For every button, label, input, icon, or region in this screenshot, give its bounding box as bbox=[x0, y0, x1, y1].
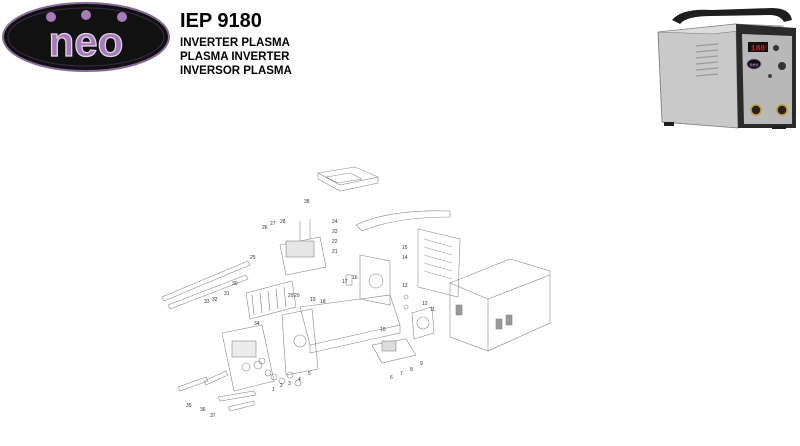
part-number: 33 bbox=[204, 299, 210, 305]
part-number: 17 bbox=[342, 279, 348, 285]
part-number: 6 bbox=[390, 375, 393, 381]
title-block: IEP 9180 INVERTER PLASMA PLASMA INVERTER… bbox=[180, 10, 292, 78]
neo-logo: neo bbox=[2, 2, 170, 72]
part-number: 16 bbox=[352, 275, 358, 281]
svg-text:180: 180 bbox=[751, 45, 766, 54]
part-number: 28 bbox=[280, 219, 286, 225]
part-number: 32 bbox=[212, 297, 218, 303]
part-number: 15 bbox=[402, 245, 408, 251]
part-number: 38 bbox=[304, 199, 310, 205]
part-number: 30 bbox=[232, 281, 238, 287]
part-number: 27 bbox=[270, 221, 276, 227]
part-number: 2 bbox=[280, 383, 283, 389]
part-number: 34 bbox=[254, 321, 260, 327]
svg-text:neo: neo bbox=[49, 18, 124, 65]
part-number: 21 bbox=[332, 249, 338, 255]
part-number: 37 bbox=[210, 413, 216, 419]
part-number: 12 bbox=[422, 301, 428, 307]
part-number: 11 bbox=[430, 307, 435, 313]
part-number: 31 bbox=[224, 291, 230, 297]
part-number: 35 bbox=[186, 403, 192, 409]
part-number: 25 bbox=[250, 255, 256, 261]
part-number: 8 bbox=[410, 367, 413, 373]
part-number: 3 bbox=[288, 381, 291, 387]
subtitle-line-2: PLASMA INVERTER bbox=[180, 51, 290, 63]
part-number: 36 bbox=[200, 407, 206, 413]
part-number: 1 bbox=[272, 387, 275, 393]
part-number: 24 bbox=[332, 219, 338, 225]
part-number: 18 bbox=[320, 299, 326, 305]
part-number: 23 bbox=[332, 229, 338, 235]
part-number: 9 bbox=[420, 361, 423, 367]
part-number: 4 bbox=[298, 377, 301, 383]
part-number: 14 bbox=[402, 255, 408, 261]
part-number: 29 bbox=[288, 293, 294, 299]
exploded-parts-diagram: 1 2 3 4 5 6 7 8 9 10 11 12 13 14 15 16 1… bbox=[161, 166, 551, 419]
part-number: 5 bbox=[308, 371, 311, 377]
part-number: 7 bbox=[400, 371, 403, 377]
part-number: 13 bbox=[402, 283, 408, 289]
part-number: 10 bbox=[380, 327, 386, 333]
subtitle-line-1: INVERTER PLASMA bbox=[180, 37, 290, 49]
part-number: 20 bbox=[294, 293, 300, 299]
model-title: IEP 9180 bbox=[180, 10, 262, 32]
part-number: 22 bbox=[332, 239, 338, 245]
part-number: 26 bbox=[262, 225, 268, 231]
subtitle-line-3: INVERSOR PLASMA bbox=[180, 65, 292, 77]
svg-text:neo: neo bbox=[750, 63, 759, 69]
product-photo: 180 neo bbox=[657, 8, 796, 129]
part-number: 19 bbox=[310, 297, 316, 303]
